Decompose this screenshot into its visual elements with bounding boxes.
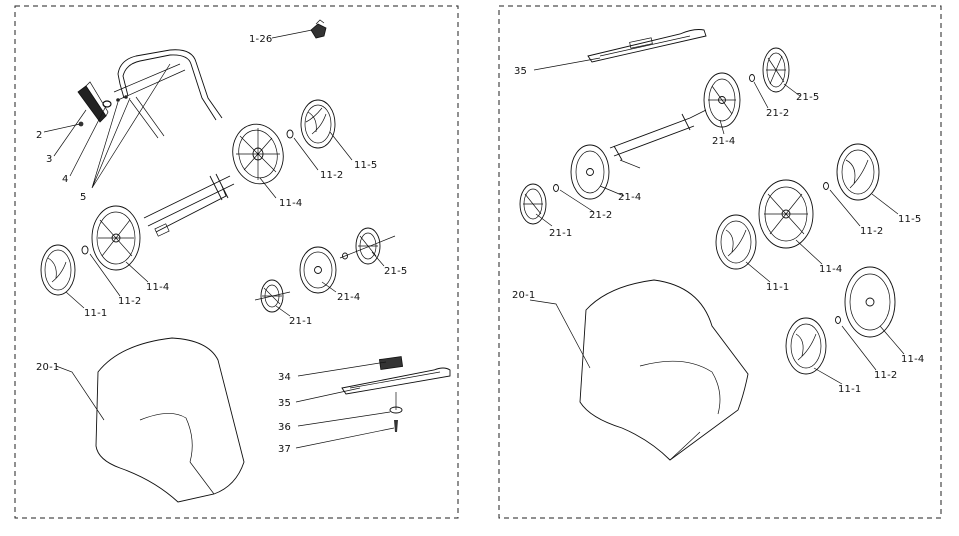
label-21-1: 21-1 bbox=[289, 316, 313, 327]
label-11-4-right-bottom: 11-4 bbox=[901, 354, 925, 365]
right-panel-frame bbox=[498, 5, 942, 519]
blade-assembly bbox=[341, 356, 451, 432]
label-11-5: 11-5 bbox=[354, 160, 378, 171]
grass-bag-right bbox=[579, 279, 749, 461]
handle-assembly bbox=[113, 49, 223, 139]
pin-part-b bbox=[124, 95, 128, 99]
label-36: 36 bbox=[278, 422, 291, 433]
label-21-2-right-mid: 21-2 bbox=[589, 210, 613, 221]
label-3: 3 bbox=[46, 154, 53, 165]
label-21-4-right-mid: 21-4 bbox=[618, 192, 642, 203]
label-34: 34 bbox=[278, 372, 291, 383]
washer-right-mid bbox=[553, 184, 559, 192]
left-panel-labels: 1-26 2 3 4 5 11-4 11-2 11-5 11-1 11-2 11… bbox=[36, 34, 408, 455]
rear-hubcap-bottom bbox=[785, 317, 827, 375]
front-wheel-left bbox=[299, 246, 337, 294]
label-21-5: 21-5 bbox=[384, 266, 408, 277]
lever-part bbox=[77, 81, 109, 123]
screw-part-2 bbox=[78, 121, 84, 127]
label-4: 4 bbox=[62, 174, 69, 185]
front-hubcap-left bbox=[519, 183, 547, 225]
washer-bottom-left bbox=[81, 245, 89, 255]
label-21-4-right-top: 21-4 bbox=[712, 136, 736, 147]
left-panel-frame bbox=[14, 5, 459, 519]
right-leader-lines bbox=[529, 57, 905, 385]
label-11-2-top: 11-2 bbox=[320, 170, 344, 181]
washer-top bbox=[286, 129, 294, 139]
label-11-4-top: 11-4 bbox=[279, 198, 303, 209]
grass-bag bbox=[95, 337, 245, 503]
right-panel: 35 21-5 21-2 21-4 21-4 21-2 21-1 11-5 11… bbox=[498, 5, 942, 519]
front-axle-lines bbox=[254, 235, 396, 301]
rear-wheel-right-bottom bbox=[844, 266, 896, 338]
label-2: 2 bbox=[36, 130, 43, 141]
front-hubcap-21-1 bbox=[260, 279, 284, 313]
hubcap-top-right bbox=[300, 99, 336, 149]
label-35-right: 35 bbox=[514, 66, 527, 77]
label-21-2-right-top: 21-2 bbox=[766, 108, 790, 119]
hubcap-bottom-left bbox=[40, 244, 76, 296]
front-wheel-middle bbox=[570, 144, 610, 200]
label-1-26: 1-26 bbox=[249, 34, 273, 45]
label-35: 35 bbox=[278, 398, 291, 409]
label-5: 5 bbox=[80, 192, 87, 203]
front-wheel-top bbox=[703, 72, 741, 128]
label-37: 37 bbox=[278, 444, 291, 455]
clip-part-1-26 bbox=[310, 19, 327, 39]
label-11-2-right-bottom: 11-2 bbox=[874, 370, 898, 381]
rear-hubcap-middle bbox=[715, 214, 757, 270]
label-21-4: 21-4 bbox=[337, 292, 361, 303]
label-11-4-right-top: 11-4 bbox=[819, 264, 843, 275]
label-20-1-right: 20-1 bbox=[512, 290, 536, 301]
rear-wheel-bottom bbox=[91, 205, 141, 271]
front-axle-bracket bbox=[609, 109, 707, 169]
label-11-5-right: 11-5 bbox=[898, 214, 922, 225]
blade-part-35 bbox=[587, 29, 707, 63]
label-11-2-bottom: 11-2 bbox=[118, 296, 142, 307]
label-11-4-bottom: 11-4 bbox=[146, 282, 170, 293]
washer-right-top bbox=[749, 74, 755, 82]
left-leader-lines bbox=[43, 29, 395, 449]
label-11-2-right-top: 11-2 bbox=[860, 226, 884, 237]
left-panel: 1-26 2 3 4 5 11-4 11-2 11-5 11-1 11-2 11… bbox=[14, 5, 459, 519]
label-20-1: 20-1 bbox=[36, 362, 60, 373]
front-hubcap-top bbox=[762, 47, 790, 93]
front-hubcap-21-5 bbox=[355, 227, 381, 265]
rear-wheel-top bbox=[232, 123, 284, 185]
pin-part-a bbox=[116, 98, 120, 102]
washer-right-bottom bbox=[835, 316, 841, 324]
label-21-1-right: 21-1 bbox=[549, 228, 573, 239]
rear-hubcap-top-right bbox=[836, 143, 880, 201]
label-11-1-right-bottom: 11-1 bbox=[838, 384, 862, 395]
rear-wheel-right-middle bbox=[758, 179, 814, 249]
washer-front bbox=[342, 252, 348, 260]
axle-assembly bbox=[143, 173, 235, 237]
label-11-1-right-top: 11-1 bbox=[766, 282, 790, 293]
right-panel-labels: 35 21-5 21-2 21-4 21-4 21-2 21-1 11-5 11… bbox=[512, 66, 925, 395]
label-21-5-right: 21-5 bbox=[796, 92, 820, 103]
washer-part-4 bbox=[102, 100, 112, 108]
washer-right-rear-top bbox=[823, 182, 829, 190]
label-11-1: 11-1 bbox=[84, 308, 108, 319]
